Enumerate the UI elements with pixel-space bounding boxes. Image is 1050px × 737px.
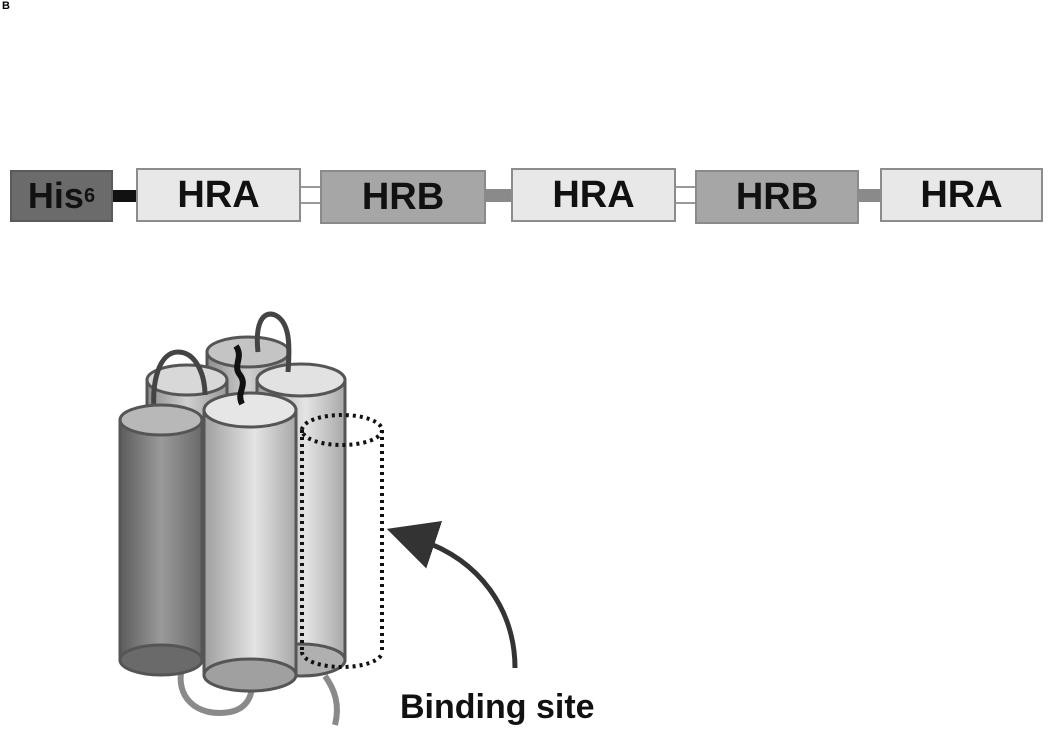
linker-his-hra: [113, 190, 136, 202]
his-tag-label: His: [27, 175, 84, 216]
his-tag-subscript: 6: [83, 184, 96, 207]
segment-label: HRB: [735, 175, 819, 218]
segment-hra-1: HRA: [136, 168, 301, 222]
panel-label: B: [2, 0, 10, 12]
segment-label: HRB: [361, 175, 445, 218]
binding-site-label: Binding site: [400, 688, 595, 726]
segment-label: HRA: [552, 173, 635, 216]
segment-hra-3: HRA: [880, 168, 1043, 222]
segment-hrb-2: HRB: [695, 170, 859, 224]
linker-hrb-hra-1: [486, 189, 511, 202]
segment-hrb-1: HRB: [320, 170, 486, 224]
helix-front-left-dark: [118, 403, 204, 677]
helix-front-center: [202, 391, 298, 693]
linker-hra-hrb-1: [301, 186, 320, 204]
top-loop-right: [254, 311, 292, 373]
linker-hrb-hra-2: [859, 189, 880, 202]
bottom-loop-right: [322, 674, 340, 726]
top-loop-left: [151, 349, 208, 421]
linker-hra-hrb-2: [676, 186, 695, 204]
segment-label: HRA: [920, 173, 1003, 216]
segment-hra-2: HRA: [511, 168, 676, 222]
n-terminal-tail: [233, 344, 246, 406]
binding-site-cylinder: [300, 413, 384, 669]
segment-label: HRA: [177, 173, 260, 216]
binding-site-arrow: [386, 521, 518, 669]
